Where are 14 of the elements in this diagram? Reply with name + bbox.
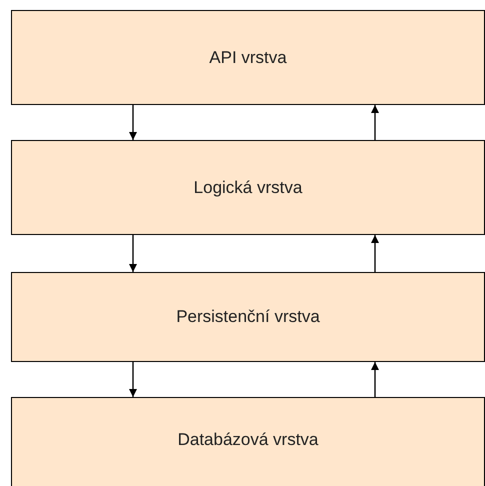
arrow [371,235,379,272]
arrow [129,362,137,397]
layer-label: API vrstva [209,48,287,68]
layer-box [11,10,485,105]
layer-label: Databázová vrstva [178,430,318,450]
layer-box [11,140,485,235]
layer-box [11,272,485,362]
arrow [129,235,137,272]
arrow [371,362,379,397]
arrow [371,105,379,140]
layer-label: Logická vrstva [194,178,302,198]
arrow [129,105,137,140]
layer-box [11,397,485,486]
layer-label: Persistenční vrstva [176,307,320,327]
